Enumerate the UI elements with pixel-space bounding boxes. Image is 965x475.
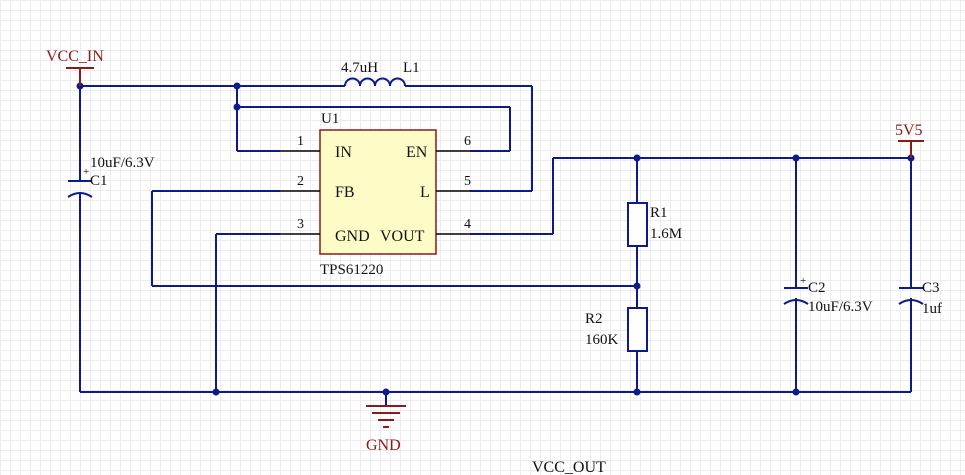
- resistor-r1[interactable]: R1 1.6M: [627, 202, 682, 247]
- c2-value: 10uF/6.3V: [808, 299, 873, 315]
- junction-dot: [792, 154, 800, 162]
- inductor-value: 4.7uH: [341, 60, 378, 76]
- c1-designator: C1: [90, 173, 108, 189]
- pin-name: VOUT: [380, 228, 425, 245]
- c3-plate-bottom: [898, 299, 924, 305]
- junction-dot: [233, 82, 241, 90]
- c3-designator: C3: [922, 280, 940, 296]
- inductor-l1[interactable]: 4.7uH L1: [341, 60, 420, 87]
- junction-dot: [633, 154, 641, 162]
- pin-number: 3: [297, 217, 304, 232]
- ic-u1[interactable]: U1 1 2 3 4 5 6 IN FB GND VOUT L EN TPS61…: [280, 111, 471, 278]
- pin-name: GND: [335, 228, 370, 245]
- c1-plate-bottom: [67, 192, 93, 198]
- capacitor-c3[interactable]: C3 1uf: [898, 280, 942, 317]
- pin-name: EN: [406, 144, 428, 161]
- pin-name: FB: [335, 184, 355, 201]
- capacitor-c1[interactable]: + 10uF/6.3V C1: [67, 155, 155, 198]
- r1-value: 1.6M: [650, 226, 682, 242]
- junction-dot: [792, 388, 800, 396]
- c2-plate-bottom: [783, 299, 809, 305]
- capacitor-c2[interactable]: + C2 10uF/6.3V: [783, 275, 873, 315]
- pin-number: 4: [464, 217, 471, 232]
- r2-body: [627, 307, 648, 352]
- c1-value: 10uF/6.3V: [90, 155, 155, 171]
- junction-dot: [633, 282, 641, 290]
- inductor-designator: L1: [403, 60, 420, 76]
- inductor-coil: [344, 77, 406, 87]
- pin-number: 1: [297, 134, 304, 149]
- vcc-out-label: VCC_OUT: [532, 459, 606, 475]
- ic-body: [319, 129, 437, 255]
- vcc-in-label: VCC_IN: [46, 48, 104, 65]
- junction-dot: [212, 388, 220, 396]
- r1-designator: R1: [650, 205, 668, 221]
- 5v5-label: 5V5: [895, 122, 923, 139]
- ic-part-number: TPS61220: [320, 262, 383, 278]
- c2-designator: C2: [808, 280, 826, 296]
- gnd-symbol[interactable]: GND: [366, 405, 406, 454]
- r2-designator: R2: [585, 311, 603, 327]
- r2-value: 160K: [585, 332, 619, 348]
- r1-body: [627, 202, 648, 247]
- pin-number: 2: [297, 174, 304, 189]
- junction-dot: [633, 388, 641, 396]
- pin-name: IN: [335, 144, 352, 161]
- c1-plus: +: [83, 166, 89, 178]
- vcc-in-port[interactable]: VCC_IN: [46, 48, 104, 86]
- c2-plus: +: [800, 275, 806, 287]
- junction-dot: [382, 388, 390, 396]
- gnd-label: GND: [366, 437, 401, 454]
- pin-number: 6: [464, 134, 471, 149]
- junction-dot: [233, 103, 241, 111]
- wires: [79, 70, 912, 405]
- ic-designator: U1: [321, 111, 339, 127]
- resistor-r2[interactable]: R2 160K: [585, 307, 648, 352]
- 5v5-port[interactable]: 5V5: [895, 122, 924, 158]
- pin-name: L: [420, 184, 430, 201]
- c3-value: 1uf: [922, 301, 942, 317]
- pin-number: 5: [464, 174, 471, 189]
- junctions: [76, 82, 915, 396]
